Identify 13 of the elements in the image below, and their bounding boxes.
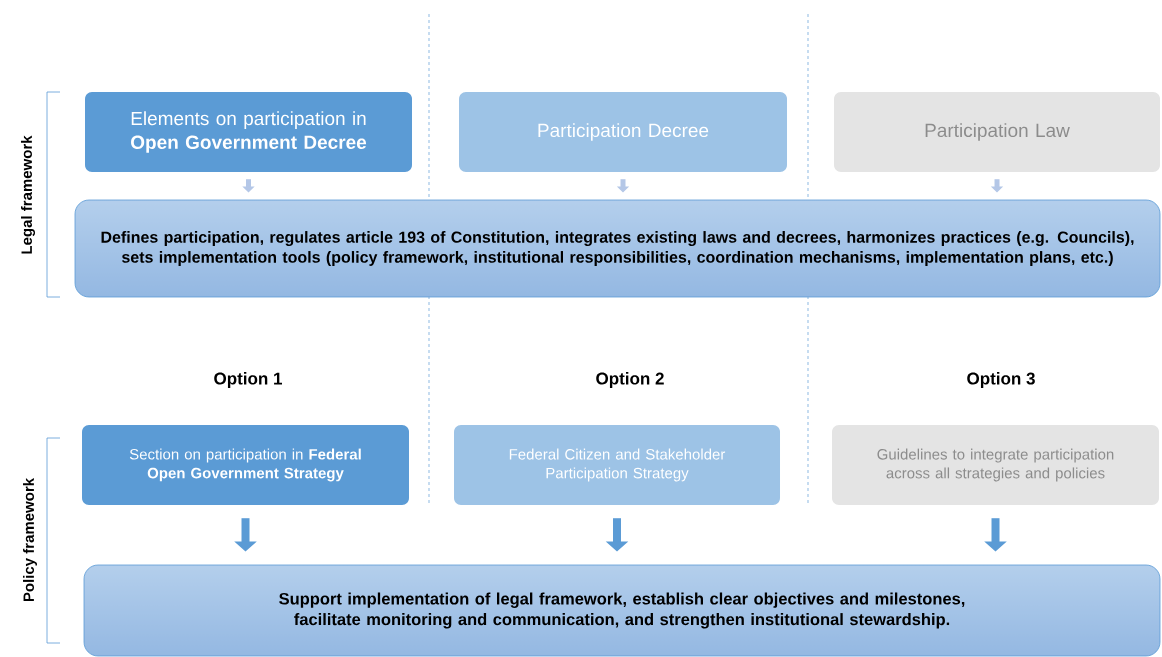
strategy-box: Section on participation in Federal Open Government Strategy bbox=[82, 425, 409, 505]
legal-framework-box: Defines participation, regulates article 193 of Constitution, integrates existing laws and decrees, harmonizes practices (e.g. Councils), sets implementation tools (policy framework, institutional responsibilities, coordination mechanisms, implementation plans, etc.) bbox=[74, 199, 1161, 298]
option-heading: Option 1 bbox=[214, 372, 282, 388]
option-heading: Option 2 bbox=[596, 372, 664, 388]
section-label: Policy framework bbox=[23, 477, 37, 602]
decree-box: Elements on participation in Open Government Decree bbox=[85, 92, 412, 172]
section-label: Legal framework bbox=[21, 135, 36, 254]
strategy-box: Federal Citizen and Stakeholder Participation Strategy bbox=[454, 425, 780, 505]
decree-box: Participation Decree bbox=[459, 92, 787, 172]
guidelines-box: Guidelines to integrate participation across all strategies and policies bbox=[832, 425, 1159, 505]
law-box: Participation Law bbox=[834, 92, 1160, 172]
policy-framework-box: Support implementation of legal framework, establish clear objectives and milestones, facilitate monitoring and communication, and strengthen institutional stewardship. bbox=[83, 564, 1161, 657]
option-heading: Option 3 bbox=[967, 372, 1035, 388]
